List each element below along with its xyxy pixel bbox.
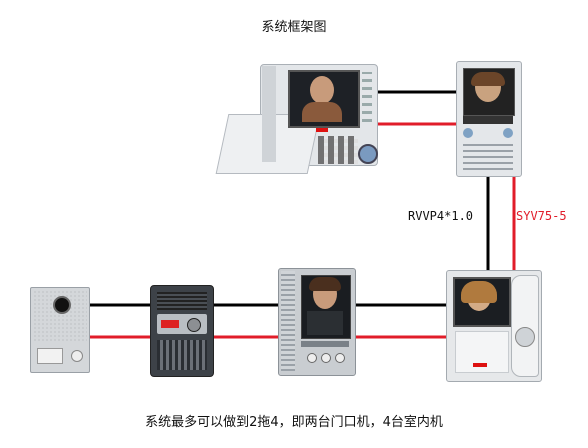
door-station-silver <box>30 287 90 373</box>
door-station-dark <box>150 285 214 377</box>
desk-indoor-monitor <box>446 270 542 382</box>
diagram-title: 系统框架图 <box>261 20 327 35</box>
video-cable-label: SYV75-5 <box>516 209 567 223</box>
handset-indoor-monitor <box>215 62 378 174</box>
diagram-caption: 系统最多可以做到2拖4，即两台门口机，4台室内机 <box>145 415 443 430</box>
tall-indoor-monitor <box>278 268 356 376</box>
bus-cable-label: RVVP4*1.0 <box>408 209 474 223</box>
slim-indoor-monitor <box>456 61 522 177</box>
